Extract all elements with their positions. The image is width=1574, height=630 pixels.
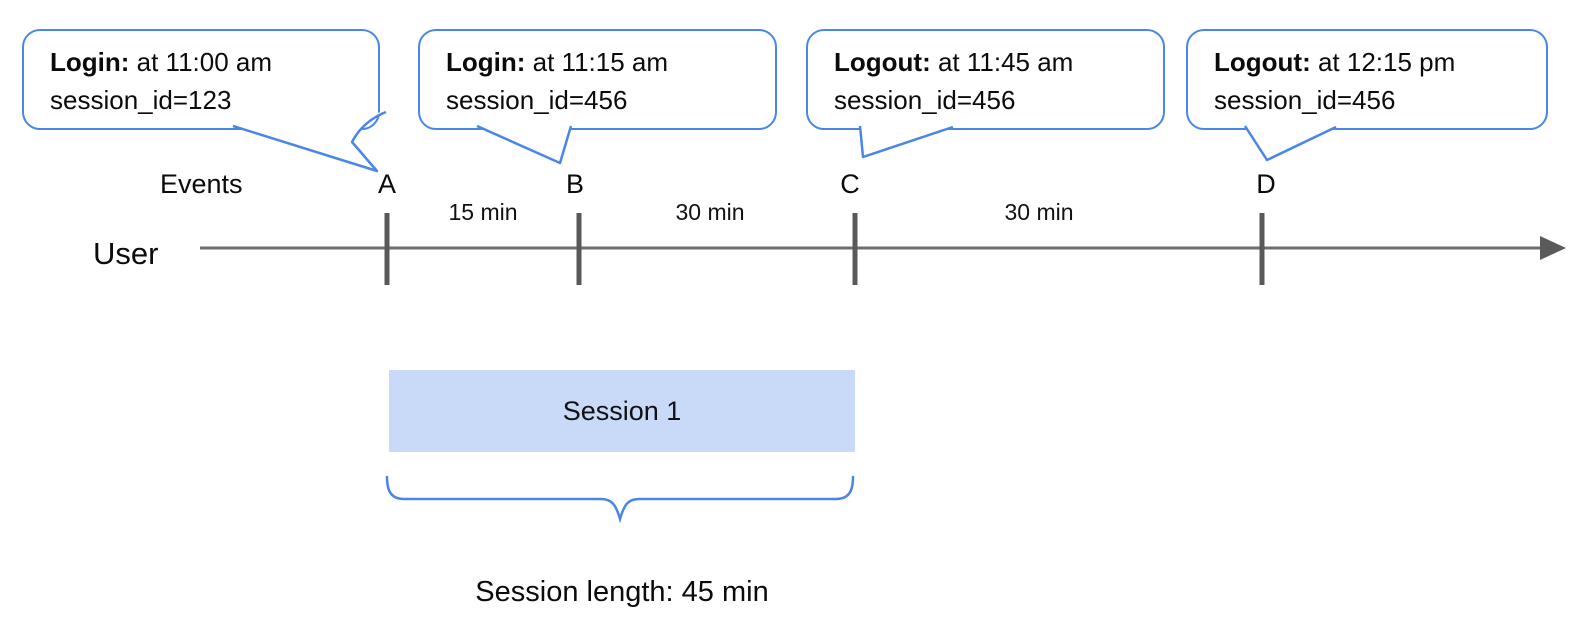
event-type-label: Logout: xyxy=(1214,47,1311,77)
event-type-label: Logout: xyxy=(834,47,931,77)
session-brace xyxy=(385,475,855,524)
session-id-label: session_id=456 xyxy=(1214,85,1396,115)
session-id-label: session_id=123 xyxy=(50,85,232,115)
interval-c-d: 30 min xyxy=(1004,199,1074,225)
callout-tail-c xyxy=(858,125,954,159)
event-letter-b: B xyxy=(565,169,584,199)
callout-line1: Login: at 11:15 am xyxy=(446,43,765,81)
events-row-label: Events xyxy=(160,169,243,199)
callout-login-a: Login: at 11:00 am session_id=123 xyxy=(22,29,380,130)
event-time-label: at 11:45 am xyxy=(930,47,1074,77)
event-time-label: at 12:15 pm xyxy=(1310,47,1456,77)
callout-tail-b xyxy=(476,124,573,165)
callout-logout-d: Logout: at 12:15 pm session_id=456 xyxy=(1186,29,1548,130)
interval-a-b: 15 min xyxy=(448,199,518,225)
event-letter-c: C xyxy=(840,169,860,199)
event-type-label: Login: xyxy=(50,47,130,77)
callout-tail-d xyxy=(1243,125,1337,162)
interval-b-c: 30 min xyxy=(675,199,745,225)
event-time-label: at 11:15 am xyxy=(525,47,669,77)
callout-line1: Logout: at 11:45 am xyxy=(834,43,1153,81)
session-length-caption: Session length: 45 min xyxy=(475,576,769,608)
event-letter-d: D xyxy=(1256,169,1276,199)
callout-login-b: Login: at 11:15 am session_id=456 xyxy=(418,29,777,130)
callout-line1: Logout: at 12:15 pm xyxy=(1214,43,1536,81)
session-1-box: Session 1 xyxy=(389,370,855,452)
event-letter-a: A xyxy=(377,169,396,199)
user-row-label: User xyxy=(93,236,159,271)
callout-line1: Login: at 11:00 am xyxy=(50,43,368,81)
callout-logout-c: Logout: at 11:45 am session_id=456 xyxy=(806,29,1165,130)
timeline-arrowhead xyxy=(1540,236,1566,260)
session-id-label: session_id=456 xyxy=(446,85,628,115)
session-id-label: session_id=456 xyxy=(834,85,1016,115)
event-type-label: Login: xyxy=(446,47,526,77)
event-time-label: at 11:00 am xyxy=(129,47,273,77)
